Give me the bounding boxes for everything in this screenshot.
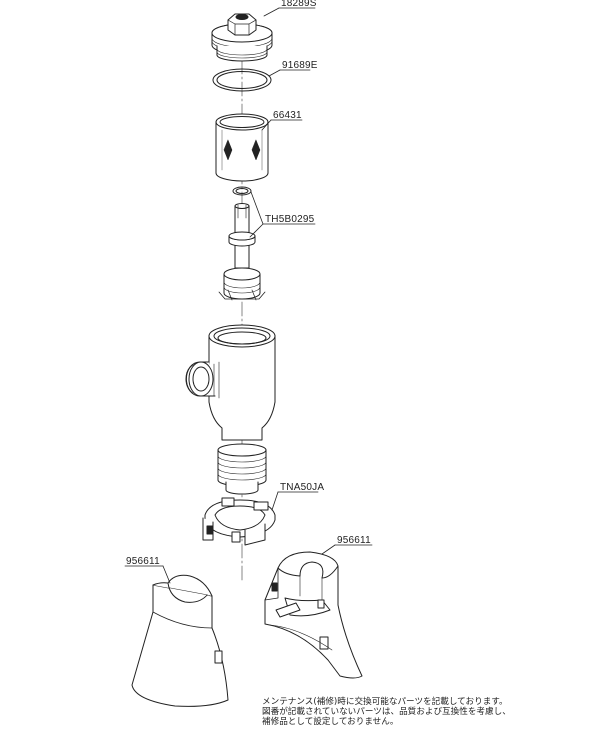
label-cap: 18289S <box>281 0 317 9</box>
note-line: 補修品として設定しておりません。 <box>262 717 399 727</box>
label-oring: 91689E <box>282 60 318 71</box>
clip-part <box>202 497 276 546</box>
note-line: メンテナンス(補修)時に交換可能なパーツを記載しております。 <box>262 697 508 707</box>
label-cover-left: 956611 <box>126 556 160 567</box>
small-washer-part <box>232 186 252 196</box>
spindle-part <box>218 203 266 301</box>
sleeve-part <box>215 113 269 182</box>
cap-nut-part <box>211 13 273 62</box>
valve-body-part <box>185 324 276 495</box>
leader-lines <box>124 7 373 584</box>
o-ring-part <box>212 68 272 92</box>
left-cover-part <box>131 574 229 707</box>
right-cover-part <box>264 551 363 679</box>
label-spindle: TH5B0295 <box>265 214 315 225</box>
maintenance-note: メンテナンス(補修)時に交換可能なパーツを記載しております。 図番が記載されてい… <box>262 697 592 727</box>
label-sleeve: 66431 <box>273 110 302 121</box>
label-cover-right: 956611 <box>337 535 371 546</box>
label-clip: TNA50JA <box>280 482 324 493</box>
note-line: 図番が記載されていないパーツは、品質および互換性を考慮し、 <box>262 707 511 717</box>
